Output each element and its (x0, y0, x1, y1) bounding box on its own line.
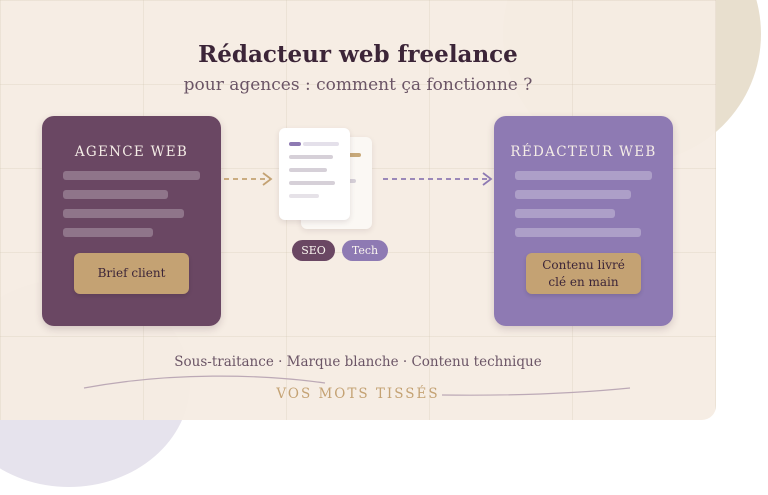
decor-swoosh-right (441, 387, 631, 396)
text-placeholder-bar (63, 228, 153, 237)
arrow-right-icon (383, 172, 493, 186)
contenu-livre-line1: Contenu livré (542, 258, 625, 273)
tag-seo: SEO (292, 240, 335, 261)
diagram-subtitle: pour agences : comment ça fonctionne ? (183, 75, 533, 95)
text-placeholder-bar (515, 190, 631, 199)
text-placeholder-bar (63, 171, 200, 180)
services-line: Sous-traitance · Marque blanche · Conten… (174, 354, 542, 370)
redacteur-web-card: RÉDACTEUR WEB Contenu livré clé en main (494, 116, 673, 326)
brief-client-button[interactable]: Brief client (74, 253, 189, 294)
text-placeholder-bar (63, 209, 184, 218)
agence-web-card: AGENCE WEB Brief client (42, 116, 221, 326)
arrow-right-icon (224, 172, 273, 186)
contenu-livre-button[interactable]: Contenu livré clé en main (526, 253, 641, 294)
document-front-icon (279, 128, 350, 220)
text-placeholder-bar (63, 190, 168, 199)
text-placeholder-bar (515, 228, 641, 237)
diagram-title: Rédacteur web freelance (198, 41, 518, 68)
agence-web-title: AGENCE WEB (74, 144, 189, 160)
tag-tech: Tech (342, 240, 388, 261)
brand-name: VOS MOTS TISSÉS (276, 386, 440, 402)
text-placeholder-bar (515, 171, 652, 180)
contenu-livre-line2: clé en main (548, 274, 619, 289)
decor-swoosh-left (83, 375, 326, 389)
redacteur-web-title: RÉDACTEUR WEB (510, 144, 657, 160)
text-placeholder-bar (515, 209, 615, 218)
